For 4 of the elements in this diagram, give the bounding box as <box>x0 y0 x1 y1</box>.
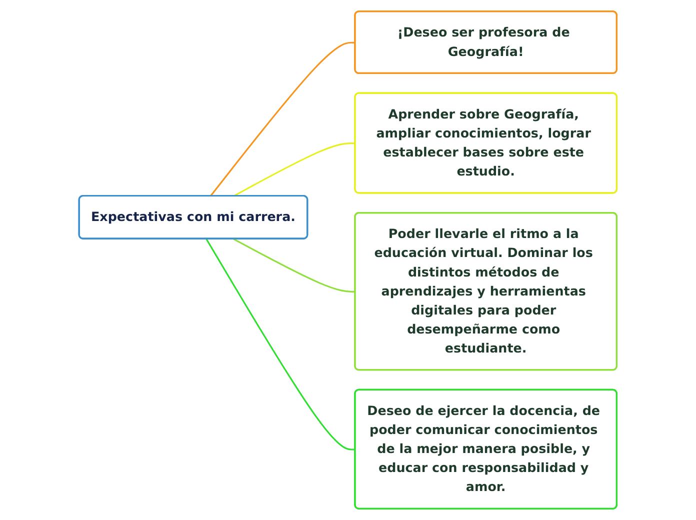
connector <box>210 42 356 197</box>
connector <box>233 142 356 197</box>
connector <box>233 238 356 293</box>
connector <box>206 238 356 450</box>
